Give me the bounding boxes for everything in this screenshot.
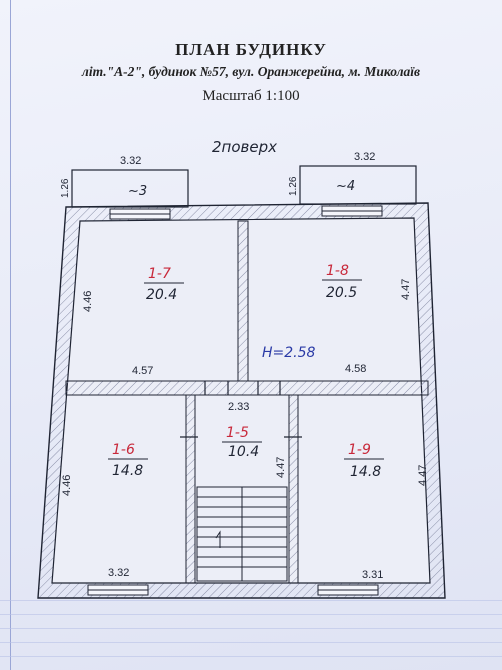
document-subtitle: літ."А-2", будинок №57, вул. Оранжерейна… [81, 64, 421, 79]
internal-walls [65, 220, 429, 584]
room-1-8: 1-8 20.5 4.47 [322, 263, 412, 301]
balcony-left: ~3 3.32 1.26 [60, 155, 189, 208]
dim-right-top: 4.58 [345, 363, 366, 375]
room-1-6: 1-6 14.8 4.46 [61, 442, 148, 496]
room-1-9: 1-9 14.8 4.47 [344, 442, 429, 486]
dim-left-top: 4.57 [132, 365, 153, 377]
door-marks [180, 381, 302, 438]
outer-walls [37, 202, 446, 599]
room-1-6-id: 1-6 [112, 442, 135, 458]
dim-bottom-left: 3.32 [108, 567, 129, 579]
balcony-left-width: 3.32 [120, 155, 141, 167]
windows [87, 205, 383, 596]
room-1-6-area: 14.8 [112, 463, 143, 479]
document-title: ПЛАН БУДИНКУ [175, 40, 327, 59]
room-1-7: 1-7 20.4 4.46 [82, 266, 184, 312]
balcony-left-depth: 1.26 [60, 178, 71, 198]
room-1-8-length: 4.47 [400, 279, 412, 300]
room-1-6-length: 4.46 [61, 475, 73, 496]
room-1-7-length: 4.46 [82, 291, 94, 312]
height-label: H=2.58 [262, 345, 316, 361]
balcony-right-number: ~4 [336, 179, 355, 194]
balcony-right-width: 3.32 [354, 151, 375, 163]
room-1-5-length: 4.47 [275, 457, 287, 478]
scale-label: Масштаб 1:100 [202, 88, 300, 104]
dim-corridor: 2.33 [228, 401, 249, 413]
room-1-5-id: 1-5 [226, 425, 249, 441]
room-1-9-area: 14.8 [350, 464, 381, 480]
room-1-8-area: 20.5 [326, 285, 357, 301]
room-1-5: 1-5 10.4 4.47 [222, 425, 287, 478]
dimension-labels: 4.57 4.58 2.33 3.32 3.31 [108, 363, 383, 581]
floor-label: 2поверх [212, 138, 277, 156]
room-1-9-id: 1-9 [348, 442, 371, 458]
room-1-7-id: 1-7 [148, 266, 171, 282]
dim-bottom-right: 3.31 [362, 569, 383, 581]
room-1-5-area: 10.4 [228, 444, 259, 460]
balcony-left-number: ~3 [128, 184, 147, 199]
balcony-right: ~4 3.32 1.26 [288, 151, 417, 205]
balcony-right-depth: 1.26 [288, 176, 299, 196]
room-1-8-id: 1-8 [326, 263, 349, 279]
table-grid-lines [0, 600, 502, 670]
page-margin-line [10, 0, 11, 670]
room-1-7-area: 20.4 [146, 287, 177, 303]
staircase [196, 486, 288, 582]
room-1-9-length: 4.47 [417, 465, 429, 486]
